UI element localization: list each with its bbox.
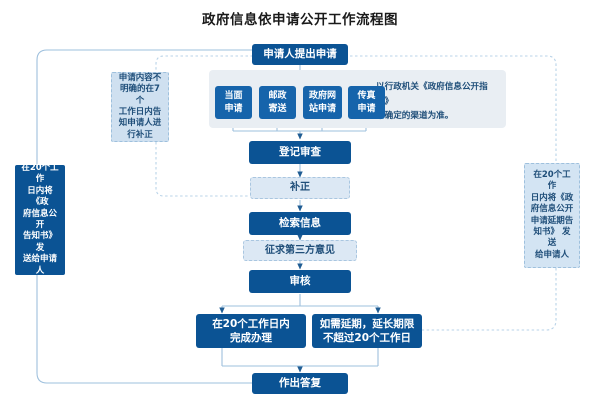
node-audit[interactable]: 审核 [249,270,351,293]
node-channel-website[interactable]: 政府网 站申请 [303,86,342,119]
channel-panel-note: 以行政机关《政府信息公开指南》 中确定的渠道为准。 [376,82,488,122]
page-title: 政府信息依申请公开工作流程图 [202,12,398,28]
node-register-review[interactable]: 登记审查 [249,141,351,164]
node-channel-in-person[interactable]: 当面 申请 [215,86,252,119]
note-extension-notice: 在20个工作 日内将《政 府信息公开 申请延期告 知书》 发送 给申请人 [524,163,580,268]
node-third-party-opinion[interactable]: 征求第三方意见 [243,240,357,261]
node-channel-postal[interactable]: 邮政 寄送 [259,86,296,119]
node-extension-limit[interactable]: 如需延期，延长期限 不超过20个工作日 [312,314,422,348]
note-unclear-application: 申请内容不 明确的在7个 工作日内告 知申请人进 行补正 [111,72,169,142]
node-supplement[interactable]: 补正 [250,177,350,199]
note-disclosure-notice: 在20个工作 日内将《政 府信息公开 告知书》发 送给申请人 [15,163,65,276]
node-reply[interactable]: 作出答复 [252,373,348,394]
node-channel-fax[interactable]: 传真 申请 [348,86,385,119]
node-complete-within-20-days[interactable]: 在20个工作日内 完成办理 [196,314,306,348]
node-start[interactable]: 申请人提出申请 [252,44,348,65]
node-retrieve-info[interactable]: 检索信息 [249,212,351,235]
